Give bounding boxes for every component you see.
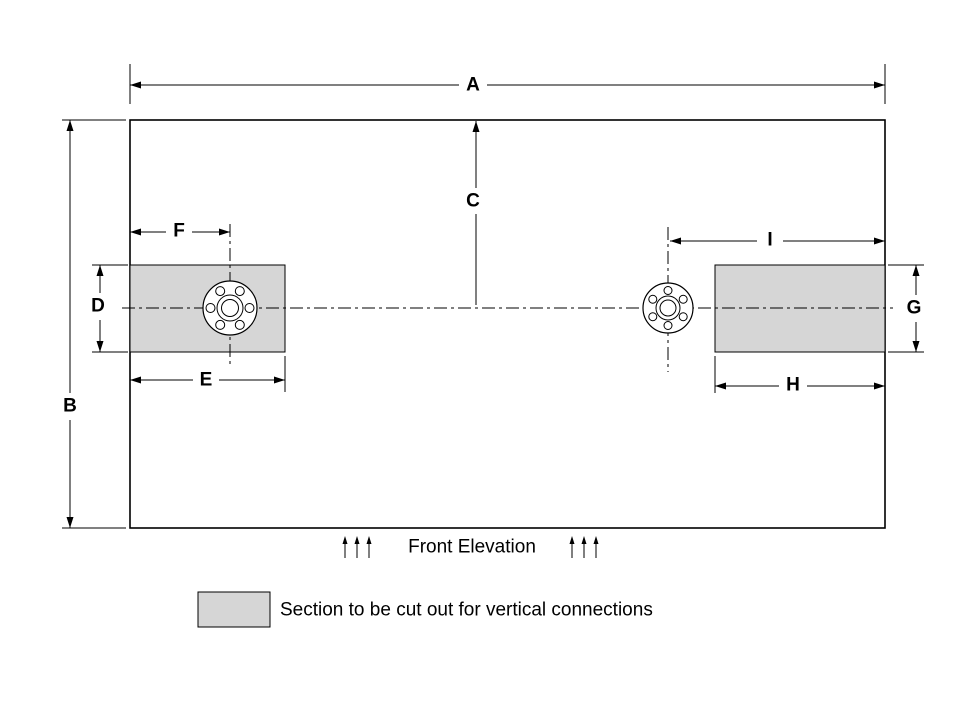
dimension-label-e: E bbox=[200, 370, 213, 391]
view-title-group: Front Elevation bbox=[342, 536, 599, 558]
up-arrows-left-icon bbox=[342, 536, 372, 558]
flange-right-bore-inner-circle bbox=[659, 299, 677, 317]
up-arrow-shafts bbox=[571, 542, 597, 558]
bolt-hole bbox=[234, 319, 245, 330]
dimension-h-lines bbox=[714, 356, 885, 393]
bolt-hole bbox=[205, 303, 216, 313]
flange-left-bolt-holes bbox=[205, 286, 255, 330]
dimension-label-i: I bbox=[767, 230, 772, 251]
dimension-g-lines bbox=[888, 264, 924, 353]
dimension-d: D bbox=[91, 264, 128, 353]
dimension-b-lines bbox=[62, 119, 126, 529]
legend-swatch bbox=[197, 591, 271, 628]
flange-left-bore-circle bbox=[216, 294, 244, 322]
dimension-d-lines bbox=[92, 264, 128, 353]
up-arrow-heads bbox=[342, 536, 372, 544]
flange-right-outer-circle bbox=[642, 282, 694, 334]
dimension-label-c: C bbox=[466, 191, 480, 212]
dimension-c-arrowhead bbox=[472, 121, 480, 132]
dimension-label-d: D bbox=[91, 296, 105, 317]
bolt-hole bbox=[663, 321, 673, 330]
flange-left-outer-circle bbox=[202, 280, 258, 336]
dimension-f-arrowheads bbox=[130, 228, 230, 236]
legend: Section to be cut out for vertical conne… bbox=[197, 591, 653, 628]
up-arrow-shafts bbox=[344, 542, 370, 558]
dimension-f: F bbox=[130, 221, 230, 242]
dimension-e: E bbox=[130, 356, 286, 392]
bolt-hole bbox=[648, 294, 658, 304]
bolt-hole bbox=[678, 294, 688, 304]
flange-left-bore-inner-circle bbox=[221, 299, 239, 317]
dimension-label-a: A bbox=[466, 75, 480, 96]
flange-right-bore-circle bbox=[655, 295, 681, 321]
flange-right-bolt-holes bbox=[648, 286, 688, 330]
bolt-hole bbox=[678, 312, 688, 322]
bolt-hole bbox=[215, 286, 226, 297]
bolt-hole bbox=[234, 286, 245, 297]
bolt-hole bbox=[215, 319, 226, 330]
bolt-hole bbox=[648, 312, 658, 322]
bolt-hole bbox=[663, 286, 673, 295]
dimension-g: G bbox=[888, 264, 924, 353]
dimension-c: C bbox=[466, 121, 480, 305]
dimension-b: B bbox=[62, 119, 126, 529]
legend-text: Section to be cut out for vertical conne… bbox=[280, 600, 653, 621]
dimension-a-lines bbox=[129, 64, 886, 104]
dimension-label-f: F bbox=[173, 221, 185, 242]
view-title: Front Elevation bbox=[408, 537, 536, 558]
dimension-h: H bbox=[714, 356, 885, 396]
flange-right bbox=[642, 282, 694, 334]
up-arrows-right-icon bbox=[569, 536, 599, 558]
dimension-a: A bbox=[129, 64, 886, 104]
dimension-i: I bbox=[670, 230, 885, 251]
flange-left bbox=[202, 280, 258, 336]
dimension-label-b: B bbox=[63, 396, 77, 417]
up-arrow-heads bbox=[569, 536, 599, 544]
dimension-label-g: G bbox=[907, 298, 922, 319]
bolt-hole bbox=[244, 303, 255, 313]
dimension-label-h: H bbox=[786, 375, 800, 396]
